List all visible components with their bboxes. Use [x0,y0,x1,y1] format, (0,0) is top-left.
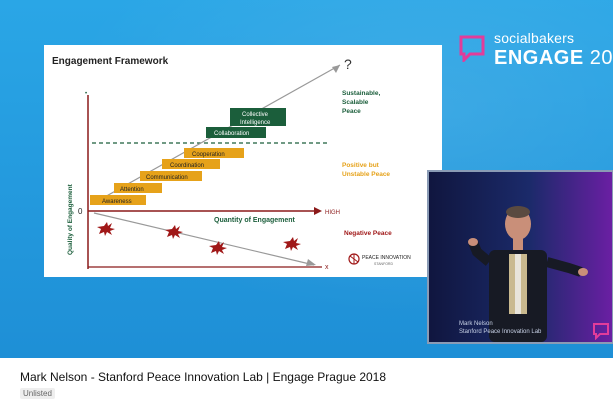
peace-innovation-logo: PEACE INNOVATION STANFORD [348,253,411,266]
brand-engage: ENGAGE [494,47,584,69]
brand-year: 2018 [589,47,613,69]
stair-coordination-box [162,159,220,169]
stair-attention-box [114,183,162,193]
slide-title: Engagement Framework [52,56,169,67]
decline-line [93,212,315,266]
unlisted-badge: Unlisted [20,388,55,399]
stair-collaboration-label: Collaboration [214,131,249,137]
video-player[interactable]: socialbakers ENGAGE 2018 Engagement Fram… [0,0,613,358]
speaker-caption: Mark Nelson Stanford Peace Innovation La… [459,320,541,336]
chat-bubble-icon-small [593,323,609,340]
socialbakers-engage-logo: socialbakers ENGAGE 2018 [458,28,613,74]
negative-peace-label: Negative Peace [344,230,392,237]
sustainable-line-1: Sustainable, [342,90,380,97]
stair-cooperation-label: Cooperation [192,152,225,158]
y-axis-top-marker: • [85,91,87,97]
splat-1 [97,222,115,236]
engagement-framework-diagram: Engagement Framework • HIGH 0 Quantity o… [52,56,411,271]
splat-2 [165,225,183,239]
high-label: HIGH [325,210,340,216]
brand-line-2: ENGAGE 2018 [494,47,613,70]
collective-intelligence-box [230,108,286,126]
stair-awareness-label: Awareness [102,199,132,205]
video-title: Mark Nelson - Stanford Peace Innovation … [20,370,387,384]
collective-line-1: Collective [242,112,269,118]
x-end-label: x [325,264,329,271]
splat-3 [209,241,227,255]
stair-collaboration-box [206,127,266,138]
positive-line-2: Unstable Peace [342,171,390,178]
logo-text-2: STANFORD [374,262,393,266]
logo-text-1: PEACE INNOVATION [362,255,411,261]
splat-4 [283,237,301,251]
negative-splats [97,222,301,255]
stair-cooperation-box [184,148,244,158]
peace-innovation-icon [348,253,360,265]
x-axis-label: Quantity of Engagement [214,217,296,224]
brand-line-1: socialbakers [494,30,575,46]
positive-line-1: Positive but [342,162,380,169]
collective-line-2: Intelligence [240,120,271,126]
sustainable-line-2: Scalable [342,99,369,106]
stair-communication-label: Communication [146,175,188,181]
zero-label: 0 [78,207,83,216]
x-axis-arrow [314,207,322,215]
speaker-figure [468,206,588,342]
stair-communication-box [140,171,202,181]
y-axis-label: Quality of Engagement [67,183,74,255]
growth-arrow-head [332,65,340,73]
sustainable-line-3: Peace [342,108,361,115]
stair-awareness-box [90,195,146,205]
presentation-slide: Engagement Framework • HIGH 0 Quantity o… [44,45,442,277]
speaker-name: Mark Nelson [459,321,493,327]
stair-steps: Awareness Attention Communication Coordi… [90,108,286,205]
decline-arrow-head [306,259,316,266]
stair-coordination-label: Coordination [170,163,204,169]
chat-bubble-icon [459,35,485,62]
question-mark: ? [344,56,352,72]
speaker-affiliation: Stanford Peace Innovation Lab [459,329,542,335]
stair-attention-label: Attention [120,187,144,193]
speaker-camera-inset: Mark Nelson Stanford Peace Innovation La… [427,170,613,344]
